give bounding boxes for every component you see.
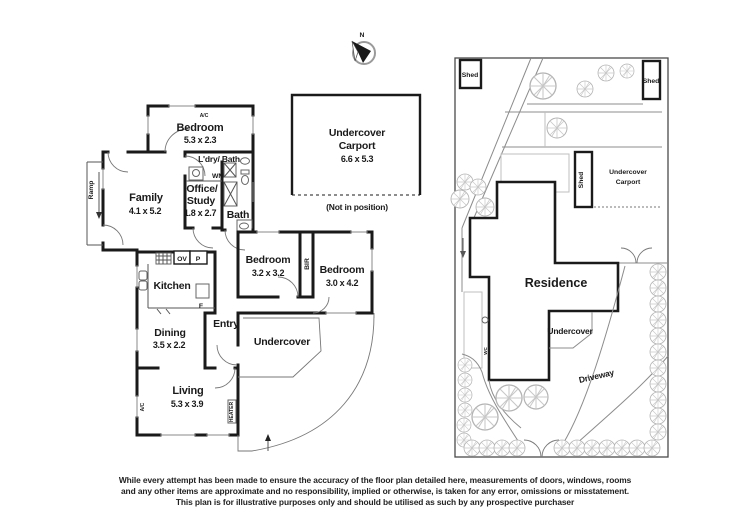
bath-basin-icon (236, 219, 253, 232)
living-ac-label: A/C (140, 402, 146, 411)
shed-middle: Shed (573, 150, 594, 209)
wm-label: WM (212, 173, 224, 180)
oven-box: OV (173, 250, 191, 265)
office-label-2: Study (187, 195, 216, 207)
living-heater-label: HEATER (229, 402, 235, 423)
bedroom2-label: Bedroom (246, 254, 291, 266)
undercover-outline (238, 317, 322, 378)
fridge-box: F (195, 283, 210, 310)
living-label: Living (172, 385, 203, 397)
carport-note: (Not in position) (326, 202, 388, 212)
disclaimer-line-1: While every attempt has been made to ens… (118, 475, 632, 485)
shed-middle-label: Shed (578, 172, 585, 189)
entry-label: Entry (213, 318, 239, 330)
office-dims: 1.8 x 2.7 (184, 208, 217, 218)
carport-dims: 6.6 x 5.3 (341, 154, 374, 164)
bir-label: BIR (304, 258, 311, 270)
compass-needle-icon (352, 41, 371, 63)
cooktop-icon (155, 252, 172, 265)
compass-north-label: N (360, 32, 365, 39)
site-carport-label-2: Carport (616, 179, 641, 186)
carport-label-1: Undercover (329, 127, 385, 139)
site-undercover-label: Undercover (547, 326, 593, 336)
floor-plan: Ramp (86, 93, 422, 452)
disclaimer-line-3: This plan is for illustrative purposes o… (175, 497, 575, 507)
shed-top-right: Shed (641, 59, 662, 101)
kitchen-label: Kitchen (153, 280, 190, 292)
bedroom3-dims: 3.0 x 4.2 (326, 278, 359, 288)
heater-unit (227, 399, 237, 424)
kitchen-sink-icon (138, 270, 148, 291)
dining-dims: 3.5 x 2.2 (153, 340, 186, 350)
living-dims: 5.3 x 3.9 (171, 399, 204, 409)
site-plan: Shed Shed Shed Undercover Carport Reside… (450, 57, 669, 458)
basin-icon (240, 157, 250, 165)
dining-label: Dining (154, 327, 185, 339)
path-arrow-down-icon (460, 251, 466, 258)
family-dims: 4.1 x 5.2 (129, 206, 162, 216)
bedroom3-label: Bedroom (320, 264, 365, 276)
pantry-label: P (196, 256, 201, 263)
site-undercover-outline (549, 312, 593, 349)
wc-label: WC (483, 347, 488, 355)
path-arrow-icon (265, 434, 271, 441)
bedroom1-label: Bedroom (177, 122, 224, 134)
disclaimer: While every attempt has been made to ens… (0, 475, 750, 508)
side-path (463, 291, 483, 369)
laundry-bath-label: L'dry/ Bath (198, 154, 240, 164)
toilet-icon (240, 169, 250, 185)
plan-drawing: N Ramp (86, 32, 669, 458)
bedroom2-dims: 3.2 x 3.2 (252, 268, 285, 278)
site-carport-label-1: Undercover (609, 169, 647, 176)
bedroom1-ac-label: A/C (200, 113, 209, 119)
carport-box: Undercover Carport 6.6 x 5.3 (Not in pos… (290, 93, 422, 212)
bedroom1-dims: 5.3 x 2.3 (184, 135, 217, 145)
ramp-arrow-icon (96, 212, 102, 219)
shed-top-right-label: Shed (643, 78, 660, 85)
oven-label: OV (177, 256, 187, 263)
bath-label: Bath (227, 209, 250, 221)
meter-icon (481, 316, 489, 324)
undercover-label: Undercover (254, 336, 310, 348)
family-label: Family (129, 192, 164, 204)
shower-icon (223, 162, 238, 207)
shed-top-left: Shed (458, 58, 483, 90)
compass-rose: N (351, 32, 376, 65)
office-label-1: Office/ (186, 183, 218, 195)
carport-label-2: Carport (339, 140, 376, 152)
driveway-label: Driveway (578, 367, 616, 385)
pantry-box: P (189, 250, 208, 265)
compass-needle-tail (351, 40, 359, 62)
ramp-label: Ramp (88, 181, 95, 200)
fridge-label: F (199, 303, 203, 310)
site-boundary (454, 57, 669, 458)
disclaimer-line-2: and any other items are approximate and … (121, 486, 629, 496)
shed-top-left-label: Shed (462, 72, 479, 79)
compass-circle (352, 41, 376, 65)
ramp-area: Ramp (86, 161, 103, 246)
washing-machine-icon (188, 166, 204, 181)
residence-label: Residence (525, 276, 588, 290)
residence-outline (468, 180, 620, 382)
